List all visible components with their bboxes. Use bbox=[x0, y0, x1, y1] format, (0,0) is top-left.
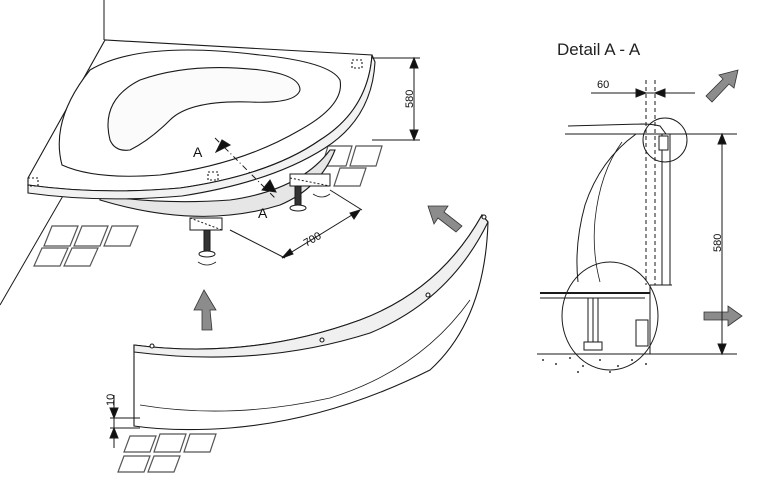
leg-spacing-dimension bbox=[229, 189, 363, 259]
detail-section bbox=[537, 80, 737, 371]
detail-height-label: 580 bbox=[712, 234, 724, 252]
detail-offset-dimension bbox=[591, 88, 695, 98]
bath-height-label: 580 bbox=[404, 90, 416, 108]
detail-offset-label: 60 bbox=[597, 79, 609, 91]
corner-bathtub bbox=[27, 39, 376, 217]
bath-height-dimension bbox=[372, 56, 420, 142]
detail-height-dimension bbox=[717, 132, 727, 356]
rotate-icon bbox=[197, 193, 331, 266]
floor-hatch bbox=[542, 357, 647, 373]
panel-gap-dimension bbox=[109, 395, 140, 448]
adjustable-leg-icon bbox=[189, 173, 331, 258]
floor-tiles-bottom bbox=[117, 433, 217, 473]
section-mark-lower: A bbox=[258, 205, 268, 221]
section-mark-upper: A bbox=[193, 144, 203, 160]
front-panel bbox=[133, 214, 489, 431]
panel-gap-label: 10 bbox=[105, 394, 117, 406]
detail-title: Detail A - A bbox=[557, 40, 641, 59]
floor-tiles-left bbox=[33, 225, 139, 267]
arrow-icon bbox=[193, 69, 743, 331]
section-line bbox=[214, 137, 277, 199]
leg-spacing-label: 700 bbox=[302, 230, 324, 250]
